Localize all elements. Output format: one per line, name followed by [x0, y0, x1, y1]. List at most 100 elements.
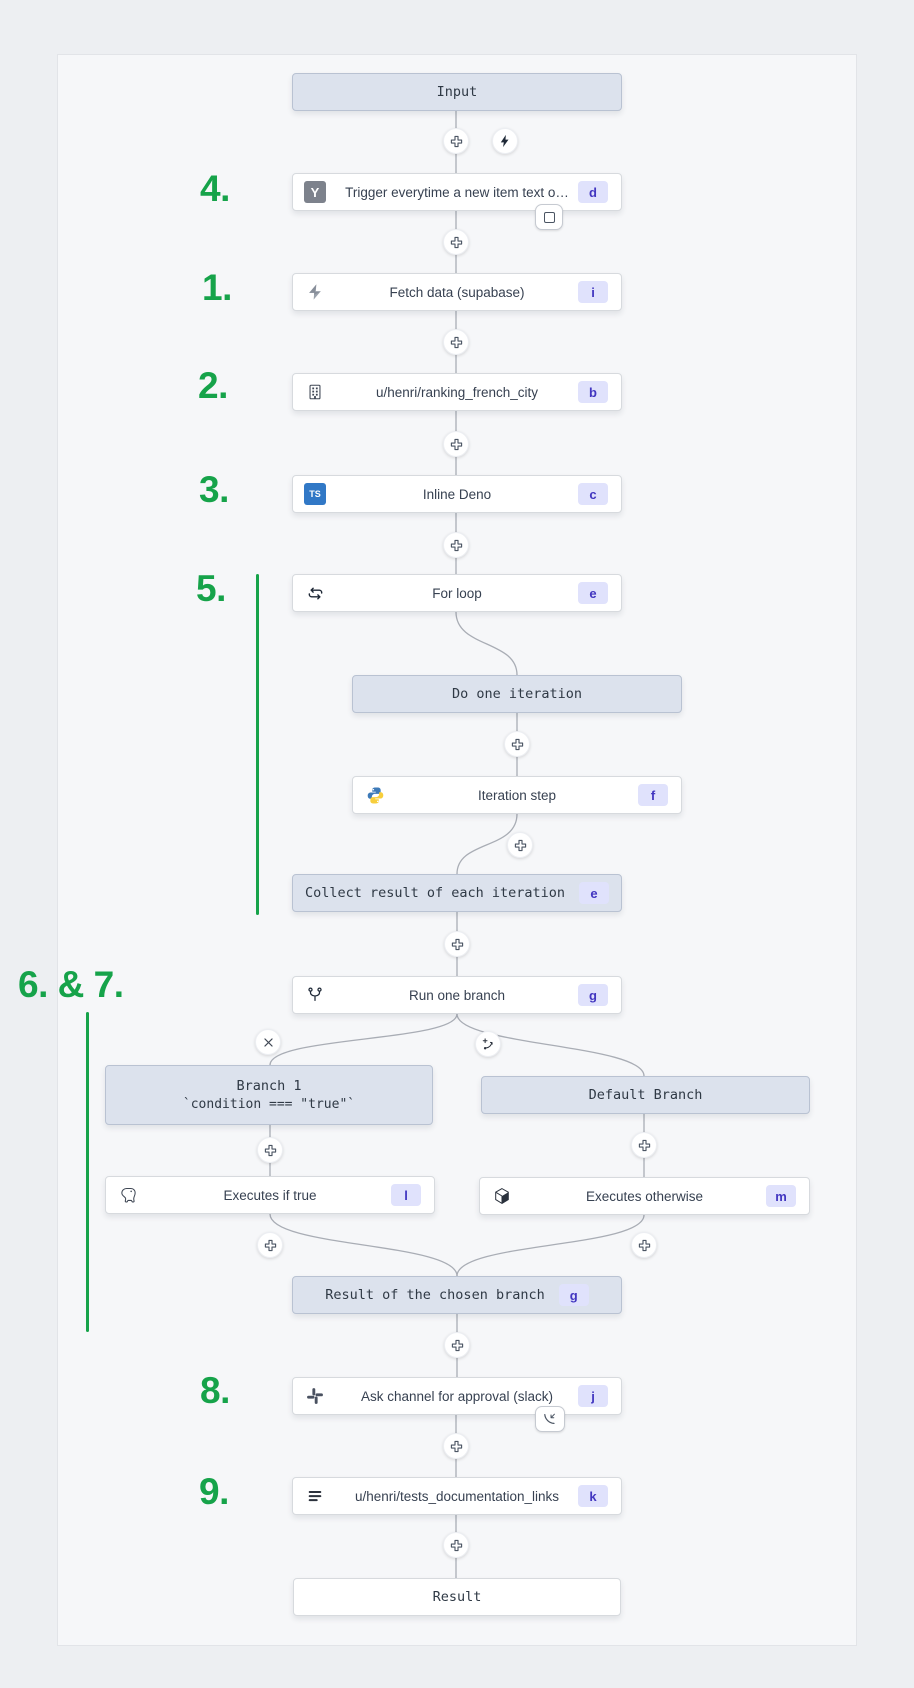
- add-branch-button[interactable]: [475, 1031, 501, 1057]
- node-result[interactable]: Result: [293, 1578, 621, 1616]
- annotation-step-8: 8.: [200, 1370, 230, 1411]
- node-default-branch[interactable]: Default Branch: [481, 1076, 810, 1114]
- add-step-button[interactable]: [504, 731, 530, 757]
- plus-icon: [264, 1239, 276, 1251]
- branch-add-icon: [482, 1037, 493, 1049]
- add-step-button[interactable]: [257, 1137, 283, 1163]
- node-for-loop-badge: e: [578, 582, 608, 604]
- node-executes-if-true-badge: l: [391, 1184, 421, 1206]
- node-for-loop[interactable]: For loop e: [292, 574, 622, 612]
- node-do-one-iteration-label: Do one iteration: [451, 686, 583, 702]
- add-step-button[interactable]: [444, 1332, 470, 1358]
- node-ask-approval-label: Ask channel for approval (slack): [360, 1388, 554, 1404]
- node-ask-approval-badge: j: [578, 1385, 608, 1407]
- node-collect-result-badge: e: [579, 882, 610, 904]
- node-executes-if-true[interactable]: Executes if true l: [105, 1176, 435, 1214]
- typescript-letters: TS: [309, 489, 321, 499]
- node-collect-result[interactable]: Collect result of each iteration e: [292, 874, 622, 912]
- node-result-chosen-branch-label: Result of the chosen branch: [325, 1287, 545, 1303]
- node-ranking-french-city-badge: b: [578, 381, 608, 403]
- add-step-button[interactable]: [257, 1232, 283, 1258]
- node-for-loop-label: For loop: [432, 585, 482, 601]
- hackernews-letter: Y: [310, 184, 320, 200]
- node-default-branch-label: Default Branch: [588, 1087, 703, 1103]
- annotation-step-3: 3.: [199, 469, 229, 510]
- node-executes-otherwise[interactable]: Executes otherwise m: [479, 1177, 810, 1215]
- cube-icon: [491, 1185, 513, 1207]
- add-step-button[interactable]: [443, 1532, 469, 1558]
- add-step-button[interactable]: [443, 532, 469, 558]
- node-ranking-french-city[interactable]: u/henri/ranking_french_city b: [292, 373, 622, 411]
- node-result-chosen-branch[interactable]: Result of the chosen branch g: [292, 1276, 622, 1314]
- add-step-button[interactable]: [443, 229, 469, 255]
- node-result-label: Result: [432, 1589, 482, 1605]
- annotation-step-1: 1.: [202, 267, 232, 308]
- node-tests-documentation-links-label: u/henri/tests_documentation_links: [354, 1488, 560, 1504]
- node-ask-approval[interactable]: Ask channel for approval (slack) j: [292, 1377, 622, 1415]
- close-icon: [263, 1037, 273, 1047]
- plus-icon: [450, 336, 462, 348]
- add-step-button[interactable]: [444, 931, 470, 957]
- node-trigger[interactable]: Y Trigger everytime a new item text o… d: [292, 173, 622, 211]
- node-fetch-data[interactable]: Fetch data (supabase) i: [292, 273, 622, 311]
- postgresql-icon: [117, 1184, 139, 1206]
- node-iteration-step-badge: f: [638, 784, 668, 806]
- node-tests-documentation-links-badge: k: [578, 1485, 608, 1507]
- git-branch-icon: [304, 984, 326, 1006]
- loop-bracket-line: [256, 574, 259, 915]
- node-executes-otherwise-badge: m: [766, 1185, 796, 1207]
- plus-icon: [514, 839, 526, 851]
- add-step-button[interactable]: [443, 431, 469, 457]
- node-trigger-label: Trigger everytime a new item text o…: [345, 184, 569, 200]
- add-step-button[interactable]: [443, 128, 469, 154]
- typescript-icon: TS: [304, 483, 326, 505]
- slack-icon: [304, 1385, 326, 1407]
- loop-repeat-icon: [304, 582, 326, 604]
- annotation-step-5: 5.: [196, 568, 226, 609]
- node-trigger-badge: d: [578, 181, 608, 203]
- plus-icon: [450, 539, 462, 551]
- plus-icon: [451, 938, 463, 950]
- add-step-button[interactable]: [443, 329, 469, 355]
- node-run-one-branch[interactable]: Run one branch g: [292, 976, 622, 1014]
- node-input[interactable]: Input: [292, 73, 622, 111]
- node-fetch-data-badge: i: [578, 281, 608, 303]
- annotation-step-9: 9.: [199, 1471, 229, 1512]
- annotation-step-2: 2.: [198, 365, 228, 406]
- remove-branch-button[interactable]: [255, 1029, 281, 1055]
- plus-icon: [451, 1339, 463, 1351]
- plus-icon: [450, 1440, 462, 1452]
- node-run-one-branch-label: Run one branch: [408, 987, 506, 1003]
- node-do-one-iteration[interactable]: Do one iteration: [352, 675, 682, 713]
- node-run-one-branch-badge: g: [578, 984, 608, 1006]
- node-iteration-step[interactable]: Iteration step f: [352, 776, 682, 814]
- plus-icon: [638, 1239, 650, 1251]
- hackernews-y-icon: Y: [304, 181, 326, 203]
- add-trigger-button[interactable]: [492, 128, 518, 154]
- python-icon: [364, 784, 386, 806]
- add-step-button[interactable]: [631, 1232, 657, 1258]
- add-step-button[interactable]: [631, 1132, 657, 1158]
- node-iteration-step-label: Iteration step: [477, 787, 557, 803]
- annotation-step-6-7: 6. & 7.: [18, 964, 124, 1005]
- supabase-bolt-icon: [304, 281, 326, 303]
- node-inline-deno[interactable]: TS Inline Deno c: [292, 475, 622, 513]
- node-branch-1-label: Branch 1: [236, 1078, 302, 1094]
- early-stop-button[interactable]: [535, 204, 563, 230]
- lightning-icon: [500, 134, 509, 148]
- node-branch-1[interactable]: Branch 1 `condition === "true"`: [105, 1065, 433, 1125]
- node-tests-documentation-links[interactable]: u/henri/tests_documentation_links k: [292, 1477, 622, 1515]
- stop-square-icon: [543, 211, 555, 223]
- suspend-approval-button[interactable]: [535, 1406, 565, 1432]
- node-executes-otherwise-label: Executes otherwise: [585, 1188, 704, 1204]
- plus-icon: [450, 1539, 462, 1551]
- node-fetch-data-label: Fetch data (supabase): [389, 284, 525, 300]
- list-lines-icon: [304, 1485, 326, 1507]
- add-step-button[interactable]: [507, 832, 533, 858]
- plus-icon: [638, 1139, 650, 1151]
- add-step-button[interactable]: [443, 1433, 469, 1459]
- plus-icon: [264, 1144, 276, 1156]
- node-branch-1-condition: `condition === "true"`: [182, 1097, 356, 1112]
- node-result-chosen-branch-badge: g: [558, 1284, 589, 1306]
